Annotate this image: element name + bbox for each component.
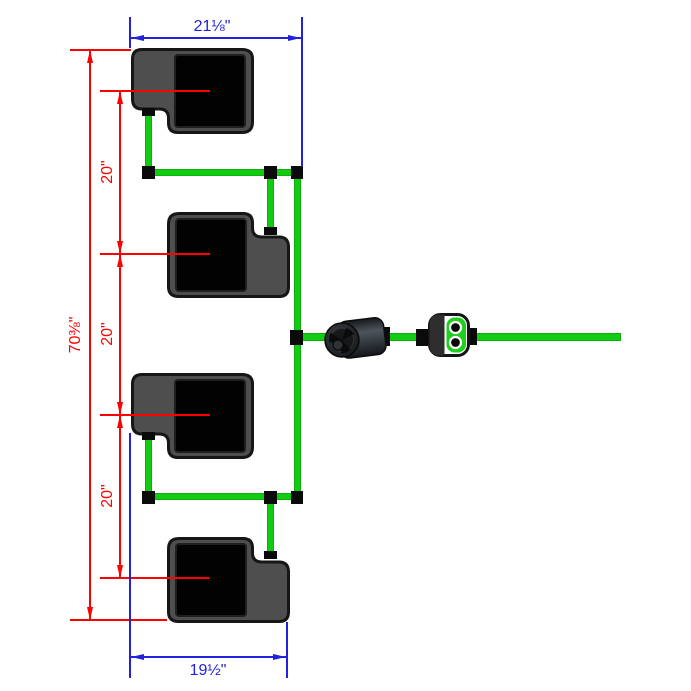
pipe-pot1-drop — [145, 110, 152, 174]
centerline-pot2 — [100, 253, 210, 255]
pipe-row2-horizontal — [145, 493, 302, 500]
fitting-pot1-outlet — [142, 108, 155, 116]
arrow-left-icon — [131, 653, 144, 660]
centerline-pot1 — [100, 90, 210, 92]
overall-ref-line-top — [70, 49, 131, 51]
pump-hub — [332, 339, 344, 351]
top-extension-line-right — [301, 17, 303, 167]
fitting-manifold-inlet-band — [416, 329, 428, 346]
spacing-dimension-line — [119, 91, 121, 578]
pipe-pot2-drop — [267, 174, 274, 232]
grow-pot-2 — [167, 212, 290, 298]
bottom-width-label: 19½" — [189, 662, 227, 679]
manifold-dark-half — [429, 314, 445, 356]
pot-opening — [175, 543, 247, 617]
arrow-up-icon — [117, 254, 123, 267]
manifold-port-bottom — [448, 335, 463, 350]
fitting-row2-corner — [291, 491, 303, 504]
pot-opening — [175, 218, 247, 292]
arrow-down-icon — [117, 402, 123, 415]
fitting-trunk-tee — [290, 330, 303, 345]
overall-dimension-line — [89, 50, 91, 620]
fitting-row2-elbow — [142, 491, 155, 504]
fitting-row2-tee — [264, 491, 277, 504]
dual-port-manifold — [428, 313, 470, 357]
fitting-pot4-inlet — [264, 551, 277, 559]
fitting-row1-corner — [291, 166, 303, 179]
fitting-pot2-inlet — [264, 227, 277, 235]
overall-ref-line-bottom — [70, 619, 167, 621]
arrow-down-icon — [117, 241, 123, 254]
manifold-port-top — [448, 320, 463, 335]
fitting-row1-tee — [264, 166, 277, 179]
arrow-up-icon — [87, 50, 93, 63]
water-pump — [324, 317, 387, 359]
grow-pot-1 — [131, 48, 254, 134]
pipe-row1-horizontal — [145, 169, 302, 176]
top-extension-line-left — [129, 17, 131, 48]
pipe-pot3-drop — [145, 436, 152, 497]
fitting-manifold-outlet-band — [467, 328, 477, 345]
bottom-dimension-line — [131, 656, 287, 658]
top-dimension-line — [131, 37, 301, 39]
fitting-pot3-outlet — [142, 432, 155, 440]
bottom-extension-line-right — [286, 622, 288, 678]
centerline-pot3 — [100, 414, 210, 416]
bottom-extension-line-left — [129, 433, 131, 678]
arrow-down-icon — [117, 565, 123, 578]
grow-pot-3 — [131, 373, 254, 459]
top-width-label: 21⅛" — [193, 18, 231, 35]
fitting-row1-elbow — [142, 166, 155, 179]
arrow-right-icon — [288, 34, 301, 41]
arrow-left-icon — [131, 34, 144, 41]
arrow-right-icon — [273, 653, 286, 660]
arrow-up-icon — [117, 91, 123, 104]
pot-opening — [174, 379, 246, 453]
arrow-down-icon — [87, 607, 93, 620]
arrow-up-icon — [117, 415, 123, 428]
grow-pot-4 — [167, 537, 290, 623]
pipe-pot4-drop — [267, 498, 274, 556]
centerline-pot4 — [100, 577, 209, 579]
